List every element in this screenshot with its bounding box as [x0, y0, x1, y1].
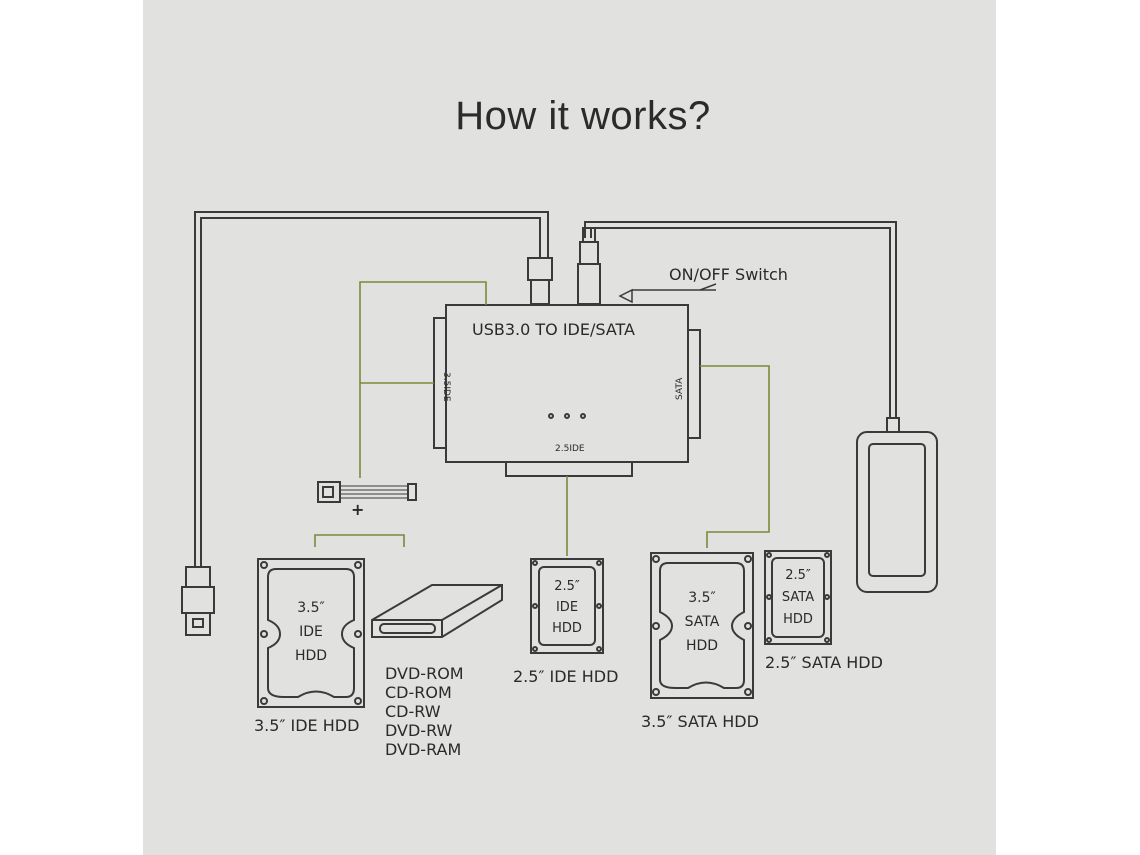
hdd-icon — [257, 558, 365, 708]
port-label-35ide: 3.5IDE — [441, 372, 451, 402]
page-title: How it works? — [455, 94, 711, 138]
plus-sign: + — [351, 500, 365, 519]
usb-cable — [194, 211, 549, 567]
hdd-icon — [650, 552, 754, 699]
hdd-icon — [530, 558, 604, 654]
ide35-connector-line — [359, 281, 487, 478]
hdd-icon — [764, 550, 832, 645]
port-label-sata: SATA — [675, 377, 685, 400]
caption-ide35: 3.5″ IDE HDD — [254, 716, 360, 735]
hdd-inner-label: 2.5″ SATA HDD — [781, 568, 815, 627]
caption-ide25: 2.5″ IDE HDD — [513, 667, 619, 686]
molex-cable-icon — [317, 481, 417, 503]
sata-connector-line — [700, 365, 770, 548]
hdd-inner-label: 2.5″ IDE HDD — [552, 579, 582, 636]
port-label-25ide: 2.5IDE — [555, 444, 585, 454]
caption-sata35: 3.5″ SATA HDD — [641, 712, 759, 731]
manual-page — [143, 0, 996, 855]
ide-25-port — [505, 461, 633, 477]
optical-drive-list: DVD-ROM CD-ROM CD-RW DVD-RW DVD-RAM — [385, 664, 464, 759]
hdd-inner-label: 3.5″ SATA HDD — [684, 590, 720, 654]
switch-label: ON/OFF Switch — [669, 265, 788, 284]
usb-a-plug-icon — [181, 566, 215, 636]
molex-bracket — [314, 534, 405, 547]
usb-plug-top-icon — [527, 257, 553, 281]
hdd-inner-label: 3.5″ IDE HDD — [294, 600, 328, 664]
optical-drive-icon — [371, 584, 503, 638]
caption-sata25: 2.5″ SATA HDD — [765, 653, 883, 672]
sata-port — [687, 329, 701, 439]
adapter-label: USB3.0 TO IDE/SATA — [472, 320, 635, 339]
dc-plug-icon — [577, 227, 601, 305]
power-cable — [584, 221, 897, 418]
power-adapter-icon — [856, 417, 938, 593]
